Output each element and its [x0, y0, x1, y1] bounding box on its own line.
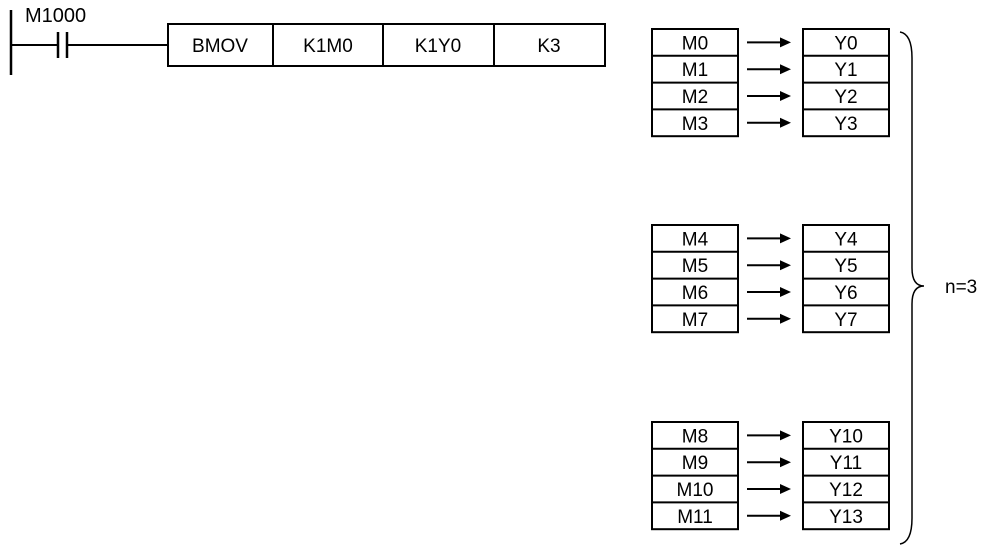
source-bit-label: M3 — [682, 114, 708, 135]
destination-bit-label: Y4 — [834, 229, 858, 250]
brace-label: n=3 — [945, 277, 977, 298]
source-bit-label: M9 — [682, 453, 708, 474]
source-bit-label: M6 — [682, 283, 708, 304]
instruction-operand-source: K1M0 — [303, 36, 353, 57]
source-bit-label: M2 — [682, 87, 708, 108]
destination-bit-label: Y6 — [834, 283, 857, 304]
destination-bit-label: Y5 — [834, 256, 857, 277]
normally-open-contact-icon — [56, 32, 69, 58]
arrow-right-icon — [747, 117, 791, 128]
arrow-right-icon — [747, 510, 791, 521]
destination-bit-label: Y3 — [834, 114, 857, 135]
destination-bit-label: Y1 — [834, 60, 857, 81]
arrow-right-icon — [747, 457, 791, 468]
contact-label: M1000 — [25, 5, 86, 27]
brace-icon — [899, 31, 925, 545]
source-bit-label: M11 — [677, 507, 713, 528]
destination-bit-label: Y13 — [829, 507, 863, 528]
source-bit-label: M4 — [682, 229, 709, 250]
arrow-right-icon — [747, 313, 791, 324]
destination-bit-label: Y7 — [834, 310, 857, 331]
arrow-right-icon — [747, 233, 791, 244]
source-bit-label: M1 — [682, 60, 708, 81]
destination-bit-label: Y10 — [829, 426, 863, 447]
instruction-block: BMOV K1M0 K1Y0 K3 — [167, 23, 606, 67]
arrow-right-icon — [747, 37, 791, 48]
arrow-right-icon — [747, 64, 791, 75]
source-bit-label: M7 — [682, 310, 708, 331]
arrow-right-icon — [747, 260, 791, 271]
instruction-operand-count: K3 — [537, 36, 560, 57]
source-bit-label: M10 — [677, 480, 714, 501]
instruction-mnemonic: BMOV — [192, 36, 248, 57]
source-bit-label: M8 — [682, 426, 708, 447]
destination-bit-label: Y11 — [830, 453, 862, 474]
instruction-operand-destination: K1Y0 — [415, 36, 461, 57]
destination-bit-label: Y0 — [834, 33, 857, 54]
arrow-right-icon — [747, 430, 791, 441]
source-bit-label: M5 — [682, 256, 708, 277]
arrow-right-icon — [747, 287, 791, 297]
destination-bit-label: Y2 — [834, 87, 857, 108]
destination-bit-label: Y12 — [829, 480, 863, 501]
source-bit-label: M0 — [682, 33, 708, 54]
arrow-right-icon — [747, 484, 791, 494]
arrow-right-icon — [747, 91, 791, 101]
